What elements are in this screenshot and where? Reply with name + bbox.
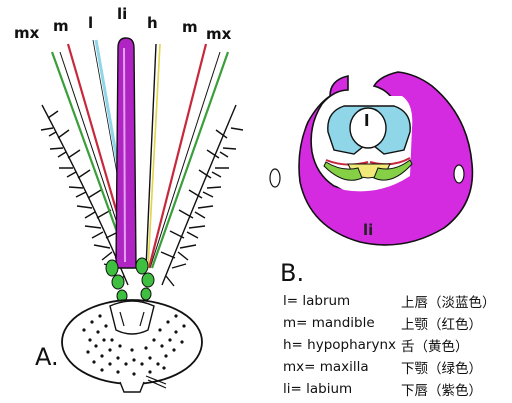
- labium-cross-section: [298, 71, 474, 246]
- legend-translation: 下颚（绿色）: [401, 361, 482, 377]
- label-maxilla-right: mx: [206, 25, 232, 43]
- legend-term: li= labium: [283, 381, 353, 397]
- legend-translation: 上唇（淡蓝色）: [401, 295, 496, 311]
- legend: l= labrum 上唇（淡蓝色） m= mandible 上颚（红色） h= …: [283, 290, 511, 400]
- legend-item-mandible: m= mandible 上颚（红色）: [283, 312, 511, 334]
- palp-base: [105, 257, 155, 303]
- legend-term: mx= maxilla: [283, 359, 369, 375]
- label-hypopharynx: h: [147, 14, 158, 32]
- panel-label-b: B.: [280, 259, 305, 287]
- legend-term: l= labrum: [283, 293, 351, 309]
- label-labium: li: [117, 5, 128, 23]
- legend-translation: 舌（黄色）: [401, 339, 469, 355]
- label-mandible-right: m: [182, 18, 198, 36]
- legend-translation: 上颚（红色）: [401, 317, 482, 333]
- legend-term: h= hypopharynx: [283, 337, 397, 353]
- labium-sheath: [115, 37, 137, 269]
- labium-highlight: [123, 47, 126, 263]
- legend-item-maxilla: mx= maxilla 下颚（绿色）: [283, 356, 511, 378]
- legend-item-hypopharynx: h= hypopharynx 舌（黄色）: [283, 334, 511, 356]
- right-antenna: [160, 104, 244, 287]
- legend-translation: 下唇（紫色）: [401, 383, 482, 399]
- head: [61, 299, 203, 393]
- cross-section: [269, 71, 474, 246]
- label-mandible-left: m: [53, 17, 69, 35]
- legend-term: m= mandible: [283, 315, 375, 331]
- label-labrum: l: [88, 14, 94, 32]
- section-label-labrum: l: [364, 111, 370, 130]
- section-label-labium: li: [363, 221, 374, 239]
- panel-label-a: A.: [35, 343, 59, 371]
- legend-item-labrum: l= labrum 上唇（淡蓝色）: [283, 290, 511, 312]
- label-maxilla-left: mx: [14, 24, 40, 42]
- stylets: [50, 39, 230, 269]
- legend-item-labium: li= labium 下唇（紫色）: [283, 378, 511, 400]
